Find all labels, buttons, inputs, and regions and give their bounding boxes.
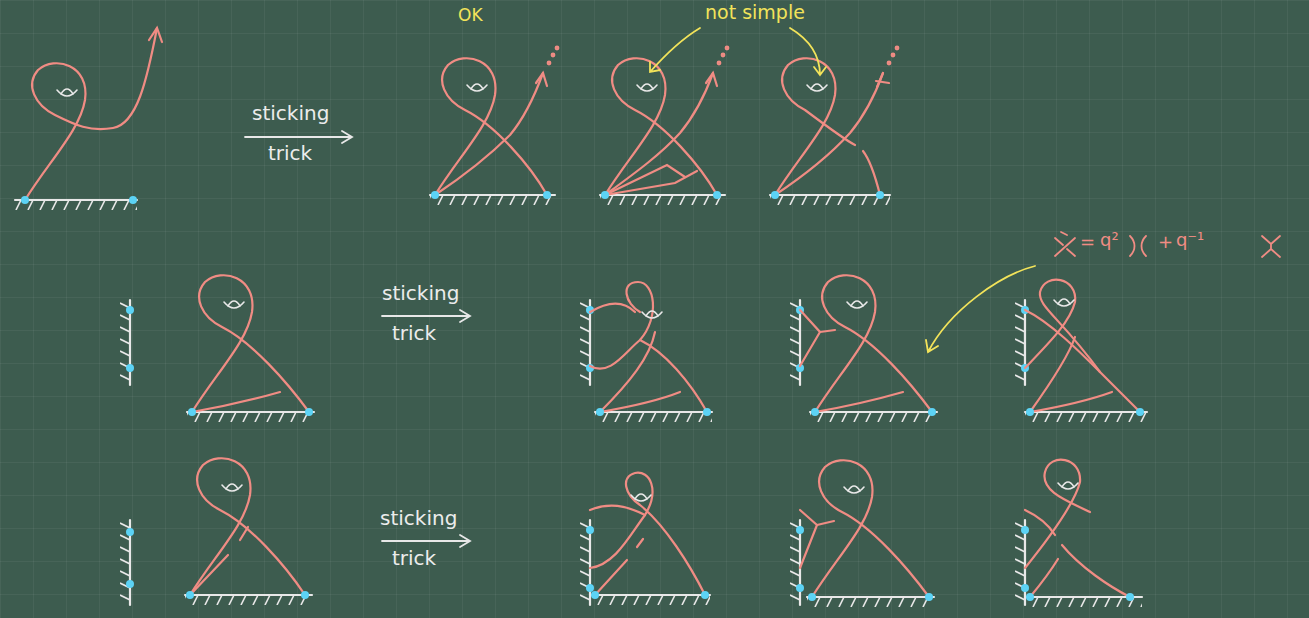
note-text: OK	[458, 6, 483, 25]
arrow-label: sticking	[382, 282, 459, 304]
arrow-label: sticking	[252, 102, 329, 124]
arrow-label: trick	[392, 322, 436, 344]
formula-coefficient: q²	[1100, 230, 1119, 250]
arrow-label: trick	[268, 142, 312, 164]
arrow-label: sticking	[380, 507, 457, 529]
formula-symbol: =	[1080, 232, 1095, 252]
note-text: not simple	[705, 2, 805, 23]
arrow-label: trick	[392, 547, 436, 569]
formula-symbol: +	[1158, 232, 1173, 252]
formula-coefficient: q⁻¹	[1176, 230, 1204, 250]
